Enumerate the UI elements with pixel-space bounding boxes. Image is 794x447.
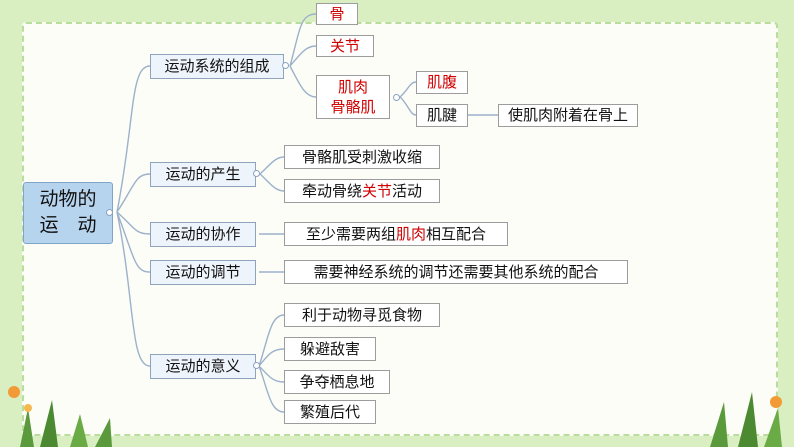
root-line1: 动物的 — [39, 188, 97, 211]
node-label: 关节 — [329, 36, 360, 55]
root-node[interactable]: 动物的 运 动 — [23, 182, 113, 244]
branch-composition[interactable]: 运动系统的组成 — [150, 54, 284, 79]
node-production-1[interactable]: 骨骼肌受刺激收缩 — [284, 145, 440, 169]
collapse-toggle-icon[interactable] — [393, 94, 400, 101]
branch-significance[interactable]: 运动的意义 — [150, 354, 256, 379]
branch-label: 运动的意义 — [165, 357, 241, 375]
collapse-toggle-icon[interactable] — [282, 62, 289, 69]
collapse-toggle-icon[interactable] — [106, 209, 113, 216]
node-label: 至少需要两组 — [305, 224, 396, 243]
grass-decoration-icon — [710, 392, 782, 447]
flower-decoration-icon — [8, 386, 112, 447]
node-label: 肌腹 — [426, 73, 457, 91]
node-coordination[interactable]: 至少需要两组肌肉相互配合 — [284, 222, 508, 246]
node-label: 肌腱 — [426, 106, 457, 124]
node-bone[interactable]: 骨 — [316, 3, 358, 25]
node-significance-3[interactable]: 争夺栖息地 — [284, 370, 390, 394]
node-tendon[interactable]: 肌腱 — [416, 104, 468, 127]
collapse-toggle-icon[interactable] — [253, 170, 260, 177]
highlight-text: 关节 — [361, 181, 392, 200]
node-label: 躲避敌害 — [299, 339, 360, 358]
collapse-toggle-icon[interactable] — [253, 362, 260, 369]
node-label: 需要神经系统的调节还需要其他系统的配合 — [313, 262, 599, 281]
node-production-2[interactable]: 牵动骨绕关节活动 — [284, 179, 440, 203]
branch-coordination[interactable]: 运动的协作 — [150, 222, 256, 247]
node-joint[interactable]: 关节 — [316, 35, 374, 57]
branch-label: 运动的协作 — [165, 225, 241, 243]
branch-label: 运动的产生 — [165, 165, 241, 183]
highlight-text: 肌肉 — [395, 224, 426, 243]
node-label: 繁殖后代 — [299, 402, 360, 421]
node-label: 骨 — [329, 4, 345, 23]
node-label: 活动 — [392, 181, 423, 200]
branch-label: 运动系统的组成 — [164, 57, 270, 75]
node-significance-4[interactable]: 繁殖后代 — [284, 400, 376, 424]
branch-label: 运动的调节 — [165, 263, 241, 281]
branch-production[interactable]: 运动的产生 — [150, 162, 256, 187]
node-label: 骨骼肌 — [330, 98, 376, 116]
node-muscle[interactable]: 肌肉 骨骼肌 — [316, 75, 390, 119]
node-label: 争夺栖息地 — [299, 372, 375, 391]
root-line2: 运 动 — [39, 214, 97, 236]
node-significance-1[interactable]: 利于动物寻觅食物 — [284, 303, 440, 327]
node-label: 利于动物寻觅食物 — [301, 305, 422, 324]
node-label: 使肌肉附着在骨上 — [507, 106, 628, 124]
node-label: 肌肉 — [337, 77, 368, 96]
node-belly[interactable]: 肌腹 — [416, 71, 468, 94]
node-regulation[interactable]: 需要神经系统的调节还需要其他系统的配合 — [284, 260, 628, 284]
node-tendon-note[interactable]: 使肌肉附着在骨上 — [498, 104, 638, 127]
branch-regulation[interactable]: 运动的调节 — [150, 260, 256, 285]
node-significance-2[interactable]: 躲避敌害 — [284, 337, 376, 361]
node-label: 骨骼肌受刺激收缩 — [301, 147, 422, 166]
node-label: 牵动骨绕 — [301, 181, 362, 200]
node-label: 相互配合 — [426, 224, 487, 243]
